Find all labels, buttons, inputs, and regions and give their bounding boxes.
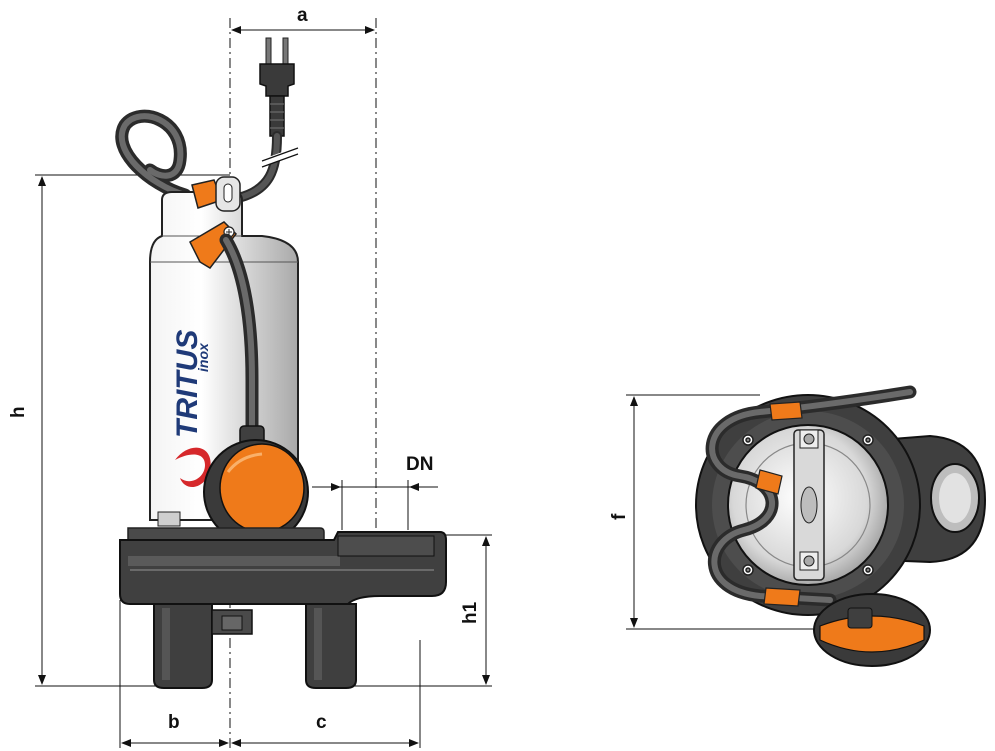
svg-text:inox: inox (195, 342, 211, 372)
top-float-switch (813, 593, 931, 667)
dim-dn-label: DN (406, 454, 433, 475)
tritus-logo: TRITUS inox (171, 330, 211, 488)
bolts (742, 434, 874, 576)
side-view: TRITUS inox (8, 5, 492, 748)
dim-h-label: h (8, 406, 29, 418)
dim-b-label: b (168, 712, 180, 733)
top-view: f (609, 385, 987, 667)
dim-f-label: f (609, 513, 630, 520)
dim-a-label: a (297, 5, 308, 26)
cable-clamp (189, 176, 241, 269)
right-leg (305, 603, 357, 689)
power-plug-icon (259, 37, 295, 137)
svg-text:TRITUS: TRITUS (171, 330, 204, 438)
dim-h1-label: h1 (460, 601, 481, 624)
dim-c-label: c (316, 712, 327, 733)
